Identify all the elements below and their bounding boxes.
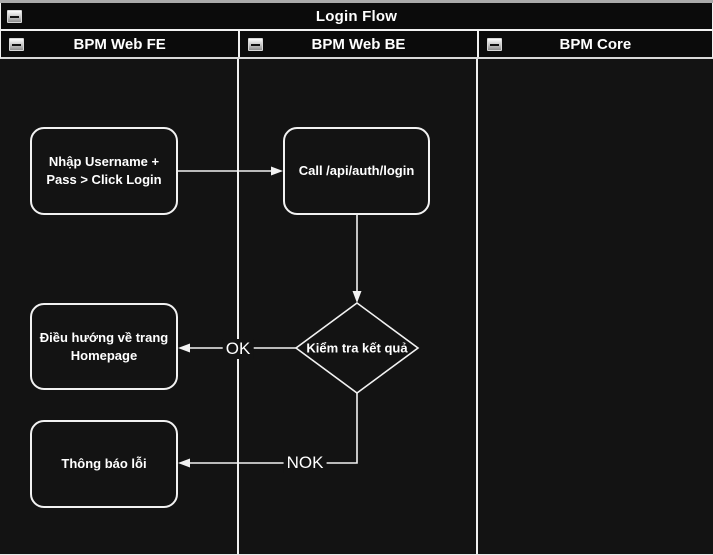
lane-collapse-icon[interactable] xyxy=(248,38,264,51)
minus-icon xyxy=(10,15,19,18)
minus-icon xyxy=(12,43,21,46)
lane-label: BPM Web FE xyxy=(73,35,166,53)
lane-header-bpm-web-fe[interactable]: BPM Web FE xyxy=(1,31,238,57)
minus-icon xyxy=(251,43,261,46)
edge-label-ok[interactable]: OK xyxy=(222,339,254,359)
node-input-login[interactable]: Nhập Username + Pass > Click Login xyxy=(30,127,178,215)
lane-collapse-icon[interactable] xyxy=(9,38,24,51)
pool-title-bar[interactable]: Login Flow xyxy=(0,3,713,31)
edge-input-to-call[interactable] xyxy=(178,166,283,176)
lane-divider-be-core xyxy=(476,59,478,554)
canvas-top-edge xyxy=(0,0,713,3)
lane-header-row: BPM Web FE BPM Web BE BPM Core xyxy=(0,31,713,59)
node-redirect-home[interactable]: Điều hướng về trang Homepage xyxy=(30,303,178,390)
edge-label-nok[interactable]: NOK xyxy=(283,453,327,473)
lane-label: BPM Core xyxy=(559,35,632,53)
pool-title: Login Flow xyxy=(315,7,398,25)
edge-call-to-check[interactable] xyxy=(352,215,362,303)
node-show-error[interactable]: Thông báo lỗi xyxy=(30,420,178,508)
lane-divider-fe-be xyxy=(237,59,239,554)
minus-icon xyxy=(489,43,499,46)
lane-label: BPM Web BE xyxy=(311,35,406,53)
edge-check-to-error[interactable] xyxy=(178,393,358,468)
lane-header-bpm-web-be[interactable]: BPM Web BE xyxy=(238,31,476,57)
pool-collapse-icon[interactable] xyxy=(7,10,22,23)
node-call-api[interactable]: Call /api/auth/login xyxy=(283,127,430,215)
lane-collapse-icon[interactable] xyxy=(486,38,502,51)
node-check-result-label: Kiểm tra kết quả xyxy=(306,340,408,356)
lane-header-bpm-core[interactable]: BPM Core xyxy=(476,31,712,57)
